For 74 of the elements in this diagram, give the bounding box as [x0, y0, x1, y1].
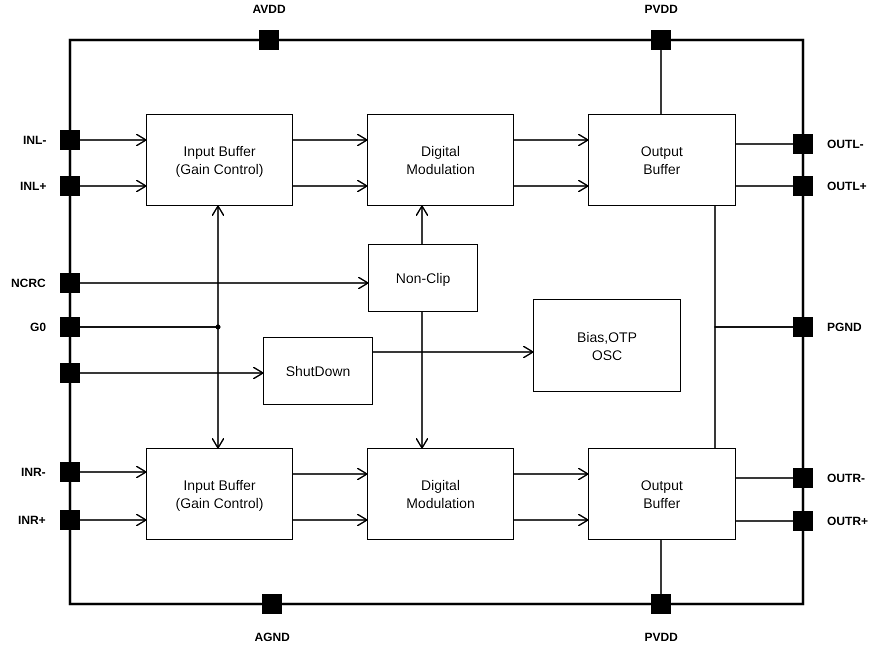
pin-pad	[60, 130, 80, 150]
pin-pad	[60, 317, 80, 337]
pin-label: PVDD	[644, 2, 678, 16]
connector-line	[714, 326, 793, 448]
pin-label: INR-	[21, 465, 46, 479]
arrow	[80, 326, 225, 449]
arrow	[80, 366, 264, 380]
pin-label: INL+	[20, 179, 46, 193]
pin-label: PGND	[827, 320, 862, 334]
block-label: ShutDown	[286, 362, 350, 380]
pin-label: NCRC	[11, 276, 46, 290]
block-label: Input Buffer (Gain Control)	[174, 476, 264, 512]
pin-pad	[262, 594, 282, 614]
block-label: Input Buffer (Gain Control)	[174, 142, 264, 178]
arrow	[80, 179, 147, 193]
connector-line	[736, 520, 793, 522]
arrow	[514, 467, 589, 481]
arrow	[80, 513, 147, 527]
block-box	[588, 448, 736, 540]
arrow	[415, 205, 429, 244]
pin-pad	[651, 594, 671, 614]
pin-pad	[793, 468, 813, 488]
block-label: Digital Modulation	[405, 476, 476, 512]
pin-label: OUTR+	[827, 514, 868, 528]
arrow	[415, 312, 429, 449]
connector-line	[660, 50, 662, 114]
pin-label: INR+	[18, 513, 46, 527]
arrow	[293, 133, 368, 147]
block-box	[146, 114, 293, 206]
block-label: Bias,OTP OSC	[576, 328, 638, 364]
pin-label: INL-	[23, 133, 46, 147]
block-label: Non-Clip	[396, 269, 450, 287]
pin-pad	[793, 176, 813, 196]
connector-line	[736, 185, 793, 187]
block-box	[533, 299, 681, 392]
block-box	[263, 337, 373, 405]
pin-pad	[651, 30, 671, 50]
arrow	[293, 513, 368, 527]
block-box	[146, 448, 293, 540]
pin-label: OUTR-	[827, 471, 865, 485]
pin-pad	[60, 176, 80, 196]
block-box	[367, 114, 514, 206]
pin-pad	[60, 363, 80, 383]
connector-line	[736, 143, 793, 145]
block-label: Output Buffer	[640, 476, 684, 512]
pin-pad	[259, 30, 279, 50]
arrow	[80, 133, 147, 147]
arrow	[373, 345, 534, 359]
pin-label: PVDD	[644, 630, 678, 644]
arrow	[293, 179, 368, 193]
arrow	[514, 179, 589, 193]
pin-label: OUTL+	[827, 179, 867, 193]
pin-pad	[793, 317, 813, 337]
pin-pad	[60, 462, 80, 482]
block-box	[367, 448, 514, 540]
pin-label: AVDD	[252, 2, 286, 16]
pin-pad	[793, 134, 813, 154]
pin-pad	[60, 273, 80, 293]
pin-label: OUTL-	[827, 137, 864, 151]
pin-pad	[793, 511, 813, 531]
arrow	[514, 513, 589, 527]
arrow	[80, 276, 369, 290]
arrow	[80, 465, 147, 479]
block-box	[368, 244, 478, 312]
pin-pad	[60, 510, 80, 530]
connector-line	[660, 540, 662, 594]
arrow	[514, 133, 589, 147]
pin-label: G0	[30, 320, 46, 334]
block-box	[588, 114, 736, 206]
block-label: Output Buffer	[640, 142, 684, 178]
connector-line	[736, 477, 793, 479]
block-label: Digital Modulation	[405, 142, 476, 178]
pin-label: AGND	[254, 630, 290, 644]
arrow	[293, 467, 368, 481]
